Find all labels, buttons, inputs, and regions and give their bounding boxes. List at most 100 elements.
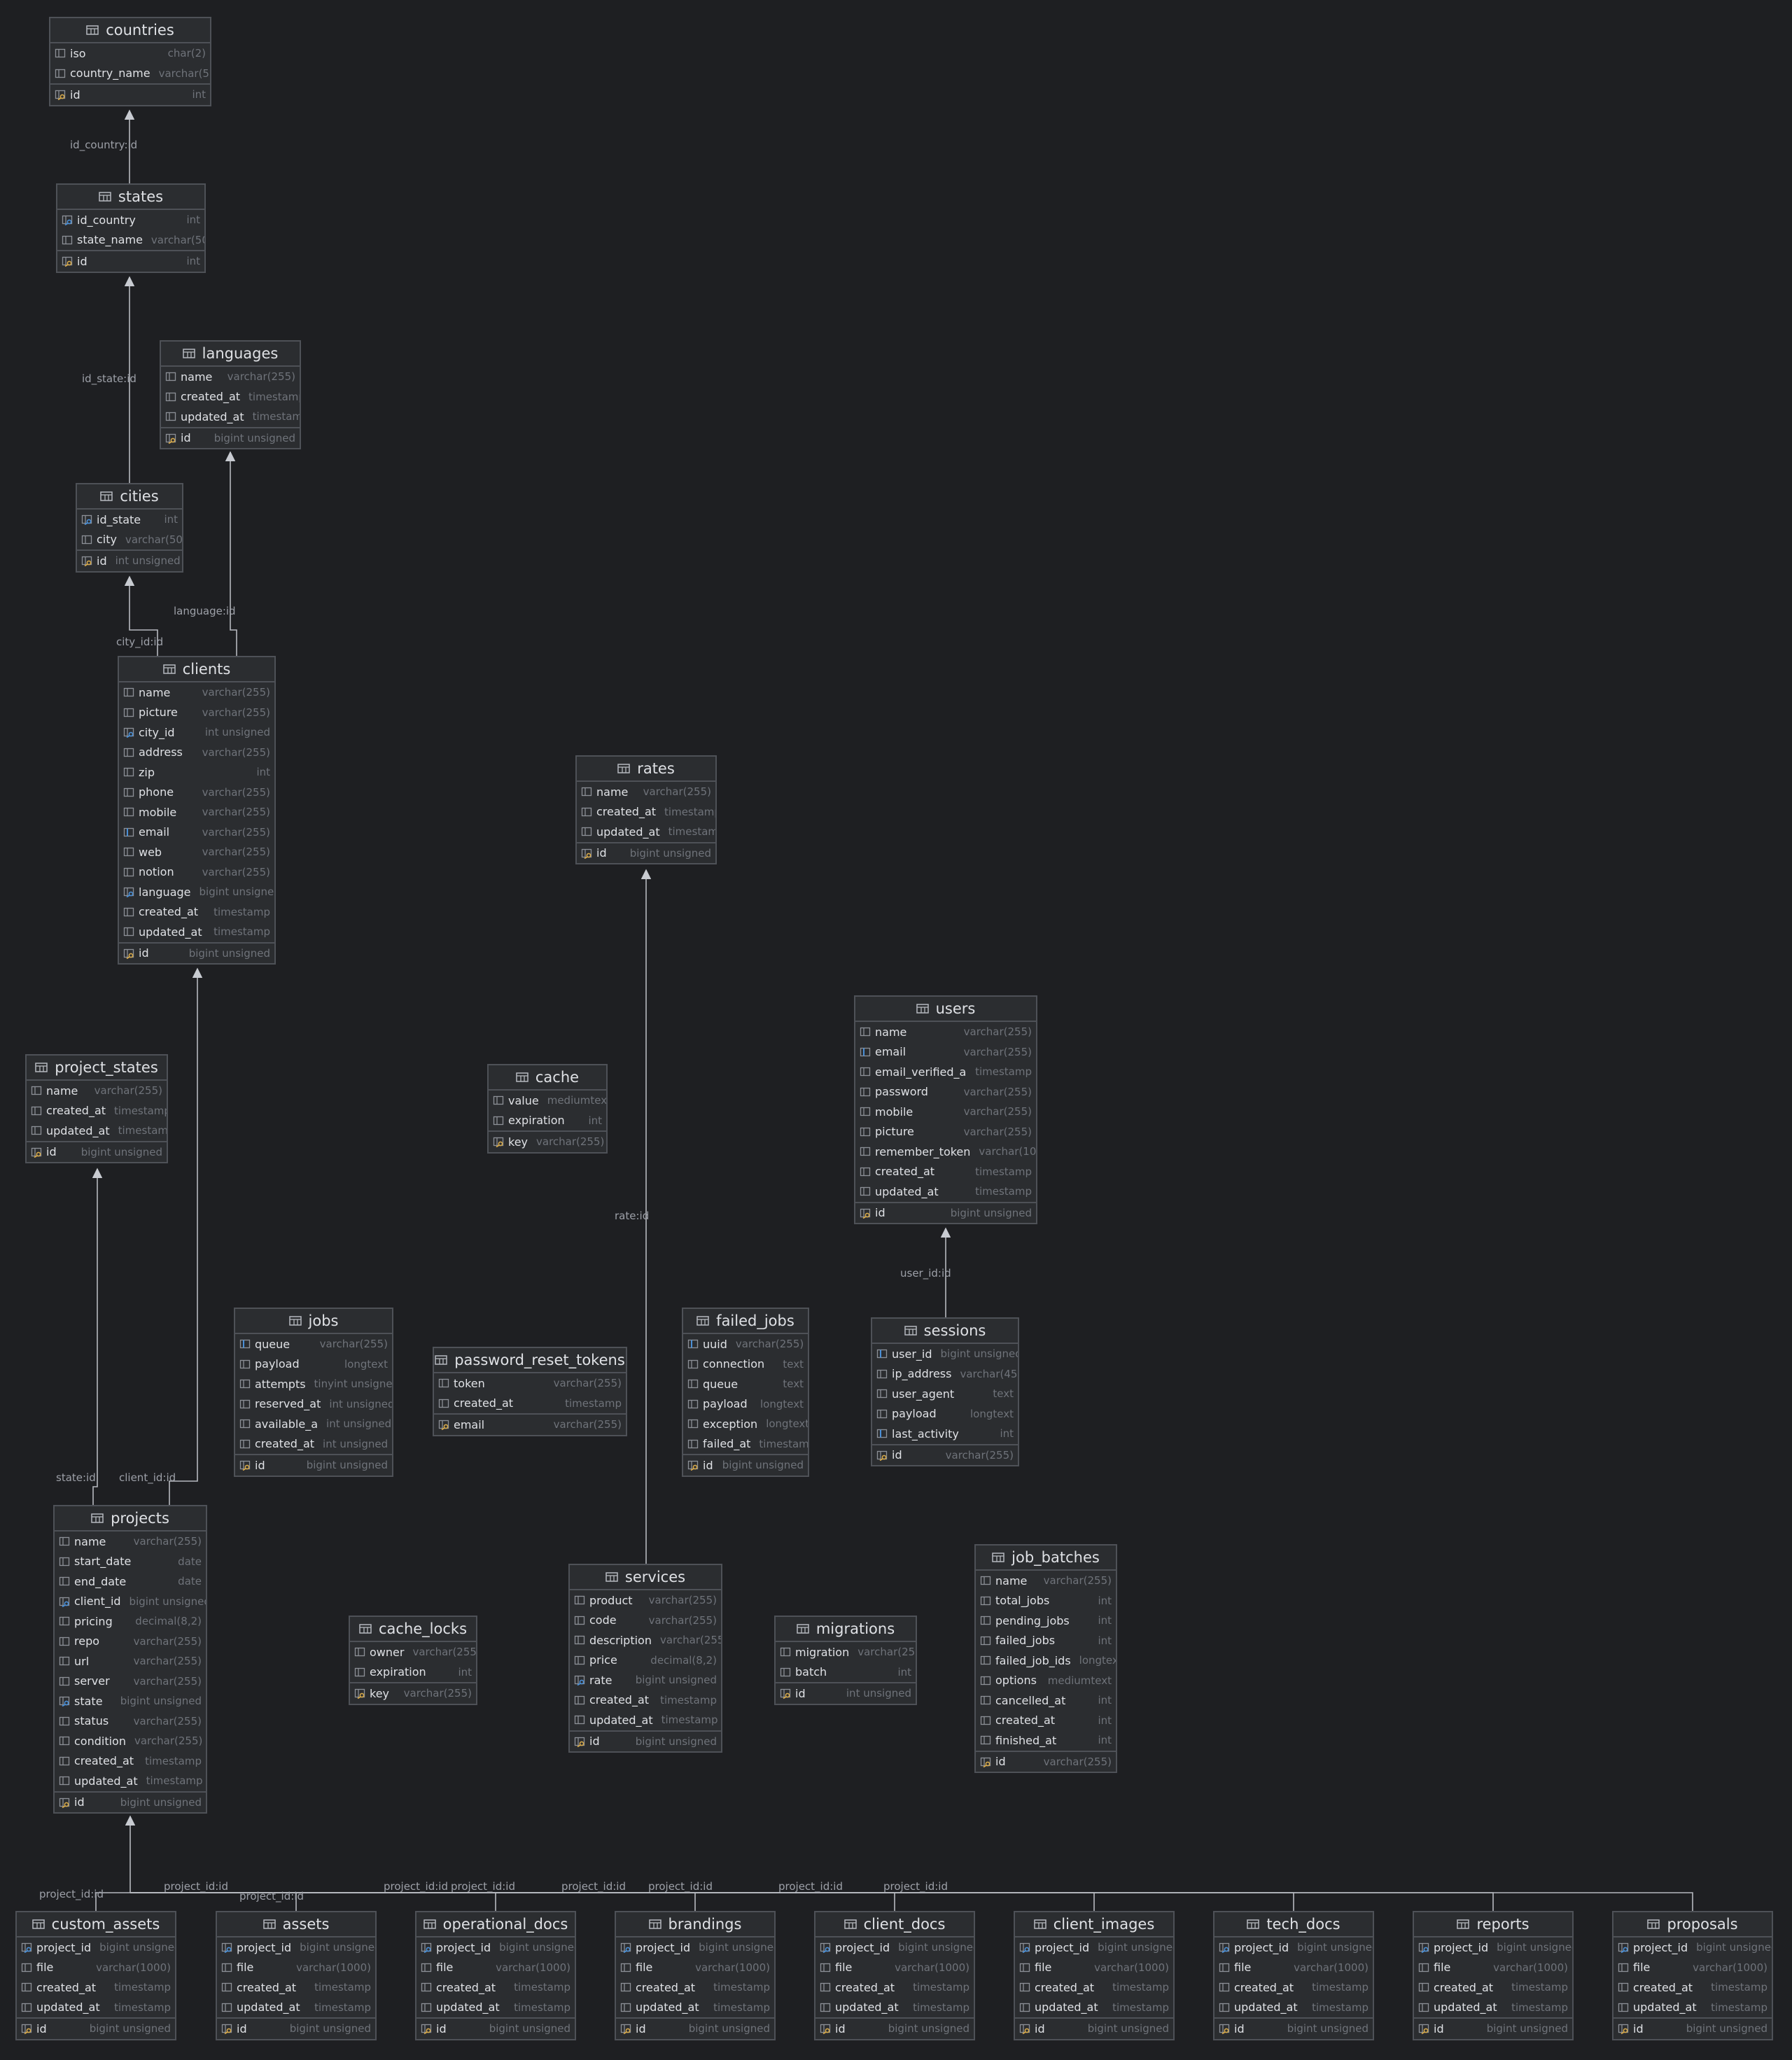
table-header[interactable]: clients [119, 657, 274, 682]
table-header[interactable]: operational_docs [416, 1912, 575, 1938]
table-states[interactable]: statesid_countryintstate_namevarchar(50)… [56, 183, 206, 273]
table-header[interactable]: tech_docs [1214, 1912, 1373, 1938]
table-header[interactable]: brandings [616, 1912, 774, 1938]
table-header[interactable]: jobs [235, 1309, 392, 1334]
table-header[interactable]: cache_locks [350, 1617, 476, 1642]
table-header[interactable]: countries [50, 18, 210, 43]
table-header[interactable]: failed_jobs [683, 1309, 808, 1334]
column-row[interactable]: failed_job_idslongtext [976, 1651, 1116, 1671]
table-header[interactable]: cache [489, 1065, 606, 1091]
table-header[interactable]: proposals [1614, 1912, 1772, 1938]
table-header[interactable]: migrations [776, 1617, 916, 1642]
table-header[interactable]: rates [577, 757, 715, 782]
table-header[interactable]: password_reset_tokens [434, 1348, 626, 1373]
table-header[interactable]: custom_assets [17, 1912, 175, 1938]
